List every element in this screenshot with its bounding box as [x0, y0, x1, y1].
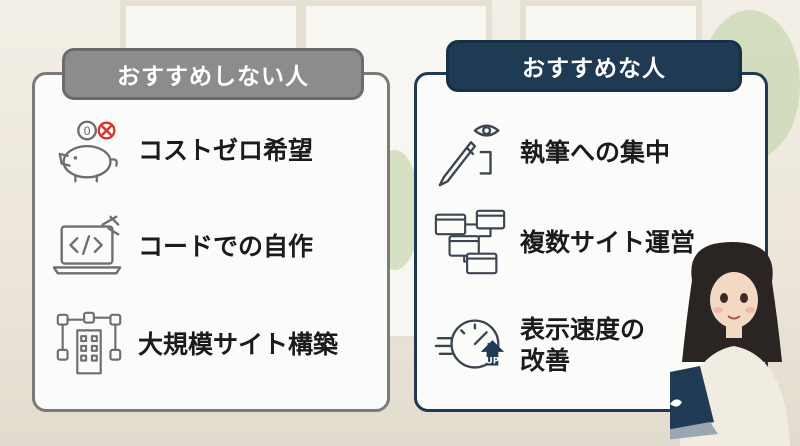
item-label: 執筆への集中	[520, 138, 671, 168]
list-item: 大規模サイト構築	[50, 310, 338, 380]
woman-with-laptop-illustration	[670, 242, 790, 446]
large-building-icon	[56, 311, 122, 375]
code-laptop-icon	[52, 215, 122, 275]
pen-eye-icon	[438, 124, 500, 187]
not-recommended-title: おすすめしない人	[62, 48, 364, 100]
item-label: 複数サイト運営	[520, 228, 696, 258]
up-badge: UP	[480, 340, 505, 367]
up-label: UP	[486, 357, 500, 367]
coin-zero-label: 0	[83, 124, 90, 138]
item-label: コードでの自作	[138, 232, 314, 262]
list-item: UP 表示速度の 改善	[432, 310, 645, 380]
item-label: 大規模サイト構築	[138, 330, 339, 360]
list-item: コードでの自作	[50, 212, 313, 282]
list-item: 0 コストゼロ希望	[50, 116, 313, 186]
list-item: 複数サイト運営	[432, 208, 695, 278]
item-label: コストゼロ希望	[138, 136, 314, 166]
list-item: 執筆への集中	[432, 118, 670, 188]
recommended-title: おすすめな人	[446, 40, 742, 92]
item-label: 表示速度の 改善	[520, 314, 646, 375]
speed-gauge-icon: UP	[434, 319, 505, 369]
piggy-bank-icon: 0	[58, 120, 118, 183]
multiple-windows-icon	[434, 209, 506, 275]
cross-icon	[97, 121, 116, 140]
